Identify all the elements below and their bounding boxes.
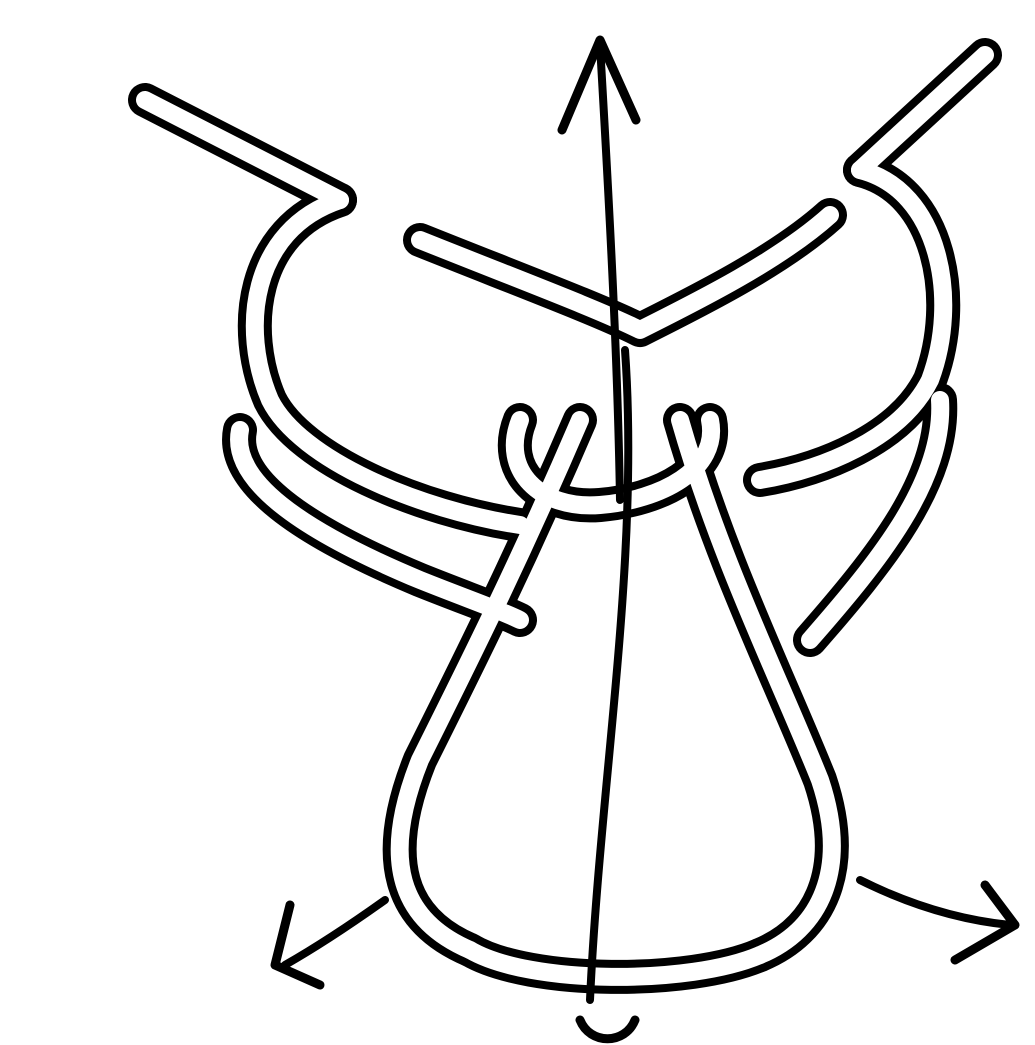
- standing-part-right-cord: [860, 55, 985, 170]
- pull-arrow-up: [600, 45, 620, 500]
- pull-arrow-lower-left: [285, 900, 385, 965]
- cord-outlines: [145, 55, 985, 977]
- lower-right-bight: [680, 420, 832, 955]
- pull-arrow-down-head: [580, 1020, 635, 1039]
- standing-part-left-cord: [145, 100, 340, 200]
